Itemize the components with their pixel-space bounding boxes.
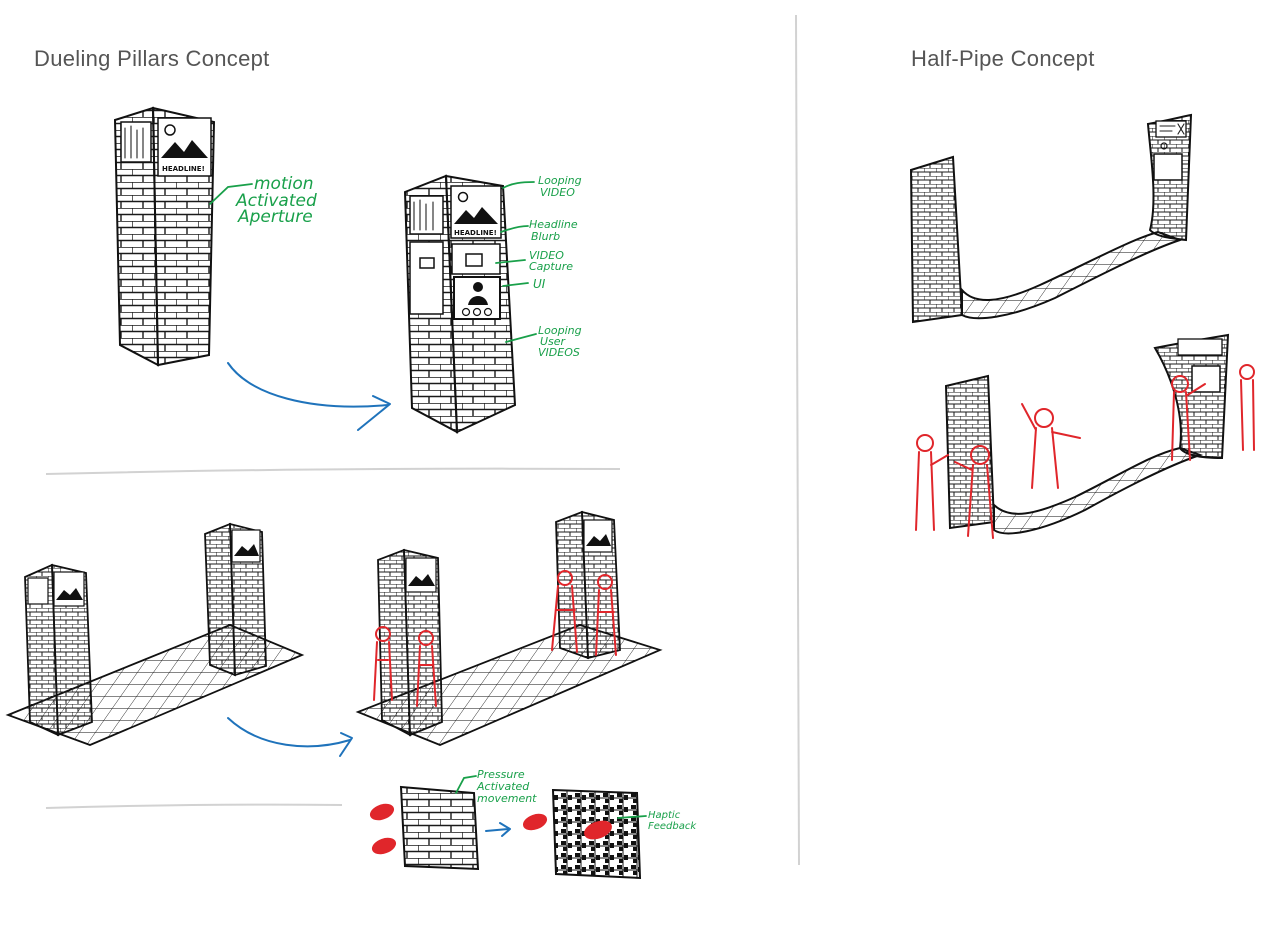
plaza-sketch-plain	[5, 522, 305, 746]
video-capture-annotation: VIDEO Capture	[529, 249, 573, 273]
ui-annotation: UI	[533, 277, 546, 291]
column-divider	[795, 14, 800, 866]
headline-blurb-annotation: Headline Blurb	[529, 218, 581, 243]
section-divider-bottom	[45, 803, 343, 809]
transition-arrow-1	[227, 362, 389, 408]
transition-arrow-2	[227, 717, 351, 748]
half-pipe-sketch-with-people	[915, 333, 1255, 539]
pillar-sketch-2: HEADLINE!	[403, 174, 517, 434]
pressure-tile-sketch	[369, 785, 642, 880]
haptic-annotation: Haptic Feedback	[648, 810, 697, 832]
plaza-sketch-with-people	[355, 510, 663, 746]
dueling-pillars-title: Dueling Pillars Concept	[34, 46, 270, 71]
motion-annotation: motion Activated Aperture	[235, 174, 322, 227]
headline-label-2: HEADLINE!	[454, 229, 497, 237]
looping-user-videos-annotation: Looping User VIDEOS	[538, 324, 585, 359]
half-pipe-title: Half-Pipe Concept	[911, 46, 1095, 71]
headline-label-1: HEADLINE!	[162, 165, 205, 173]
half-pipe-sketch-plain	[909, 113, 1193, 324]
pillar-sketch-1: HEADLINE!	[113, 106, 216, 367]
looping-video-annotation: Looping VIDEO	[538, 174, 585, 199]
pressure-annotation: Pressure Activated movement	[476, 768, 537, 805]
section-divider-top	[45, 467, 621, 475]
